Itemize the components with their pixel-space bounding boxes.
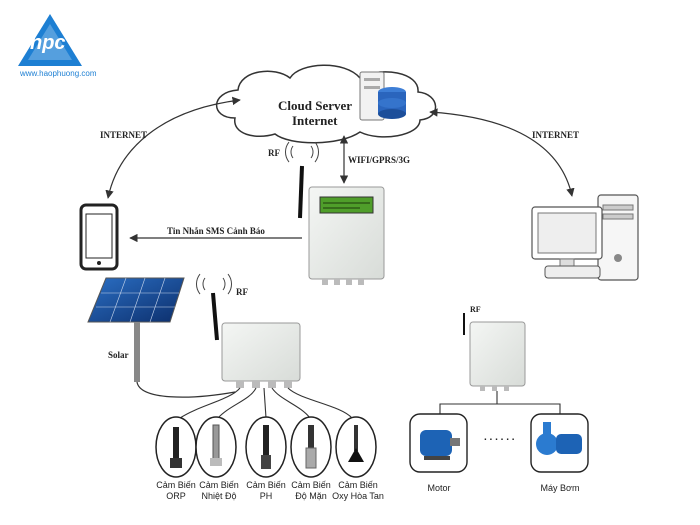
logo-url[interactable]: www.haophuong.com: [20, 69, 97, 78]
cloud-subtitle: Internet: [292, 113, 338, 128]
main-controller: [298, 165, 385, 285]
actuator-wires: [439, 391, 561, 414]
pump-icon: [530, 413, 589, 473]
internet-label-right: INTERNET: [532, 130, 580, 140]
more-devices-ellipsis: . . . . . .: [484, 432, 515, 443]
sensor-salinity-icon: [290, 416, 332, 478]
actuator-label-motor: Motor: [427, 483, 451, 493]
smartphone-icon: [79, 203, 119, 271]
internet-link-pc: [429, 108, 575, 197]
sensor-temperature-icon: [195, 416, 237, 478]
cloud-title: Cloud Server: [278, 98, 353, 113]
solar-panel-icon: [87, 277, 236, 398]
rf-label-pump: RF: [470, 305, 481, 314]
internet-label-left: INTERNET: [100, 130, 148, 140]
hpc-logo: [18, 14, 82, 66]
sensor-wires: [179, 387, 353, 419]
sensor-dissolved-oxygen-icon: [335, 416, 377, 478]
solar-label: Solar: [108, 350, 129, 360]
actuator-label-pump: Máy Bơm: [540, 483, 580, 493]
rf-label-main: RF: [268, 148, 280, 158]
wifi-label: WIFI/GPRS/3G: [348, 155, 411, 165]
rf-signal-icon: [196, 273, 232, 295]
sensor-ph-icon: [245, 416, 287, 478]
sensor-orp-icon: [155, 416, 197, 478]
server-icon: [359, 71, 406, 121]
sensor-hub: [211, 292, 301, 388]
logo-text: hpc: [30, 32, 66, 54]
sms-label: Tin Nhắn SMS Cảnh Báo: [167, 226, 265, 236]
computer-icon: [531, 194, 639, 281]
rf-label-sensor: RF: [236, 287, 248, 297]
pump-controller: [463, 313, 526, 391]
internet-link-phone: [105, 96, 241, 199]
rf-signal-icon: [285, 141, 319, 163]
motor-icon: [409, 413, 468, 473]
